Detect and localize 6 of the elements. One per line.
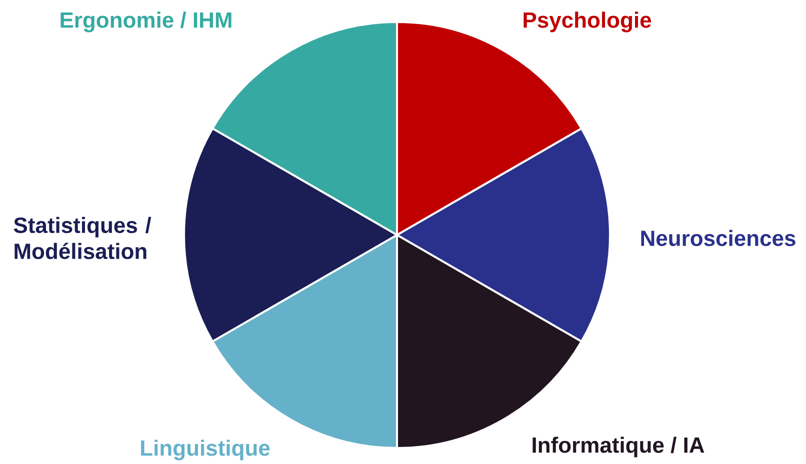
slice-label: Neurosciences (641, 230, 796, 246)
slice-label: Statistiques / Modélisation (14, 216, 152, 260)
slice-label: Psychologie (524, 12, 652, 32)
slice-label: Linguistique (141, 440, 270, 460)
slice-label: Informatique / IA (532, 436, 704, 458)
slice-label: Ergonomie / IHM (60, 12, 232, 32)
